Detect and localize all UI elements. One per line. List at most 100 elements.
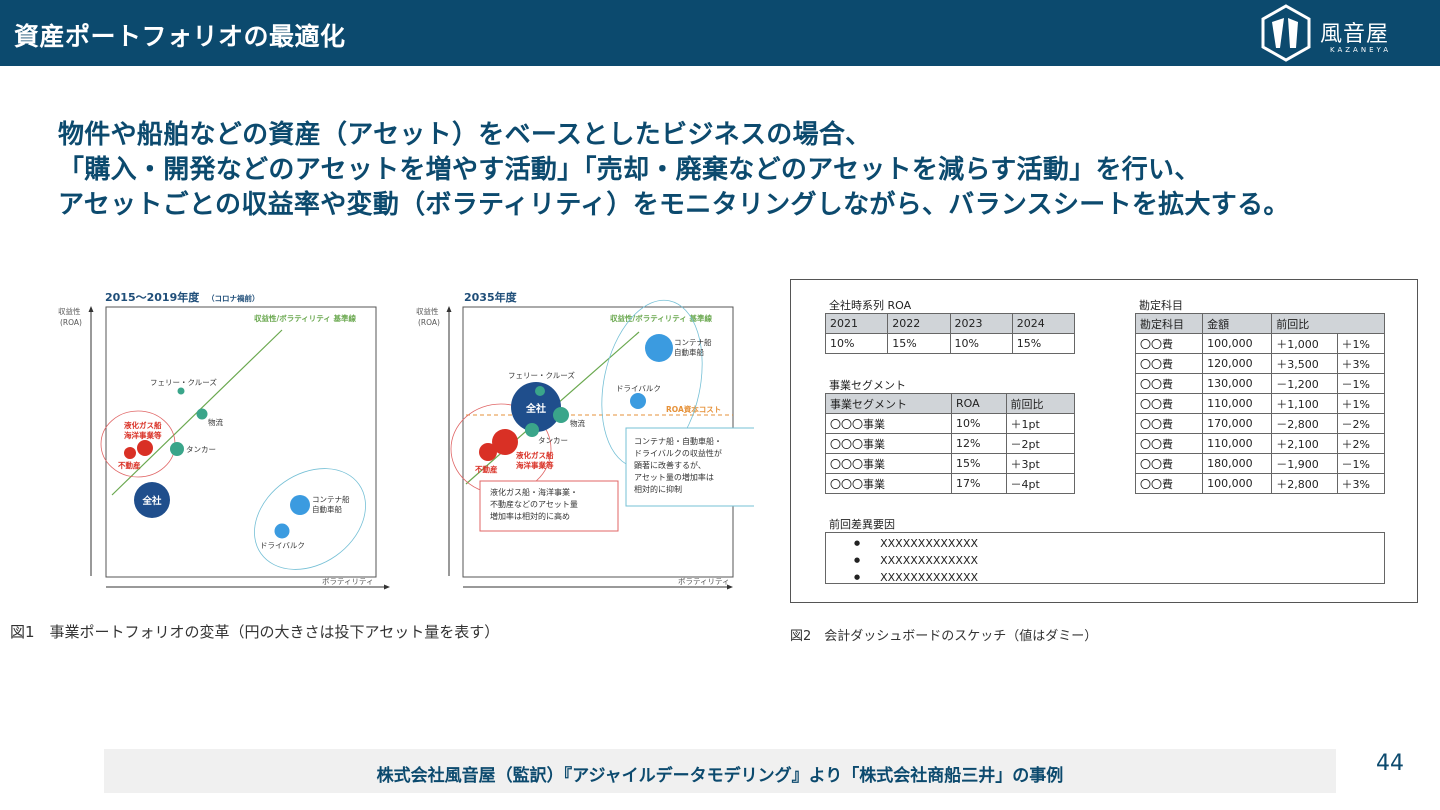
diff-title: 前回差異要因 <box>829 518 895 531</box>
dot-tanker <box>170 442 184 456</box>
account-cell: 〇〇費 <box>1134 473 1204 494</box>
account-cell: 〇〇費 <box>1134 413 1204 434</box>
account-cell: －1,200 <box>1271 373 1338 394</box>
dot-zensha <box>134 482 170 518</box>
panel-2035-cost-label: ROA資本コスト <box>666 404 721 414</box>
account-cell: ＋1,000 <box>1271 333 1338 354</box>
panel-2035-baseline-label: 収益性/ボラティリティ 基準線 <box>610 313 712 323</box>
account-cell: ＋2% <box>1336 433 1385 454</box>
note-red-line: 不動産などのアセット量 <box>490 499 578 509</box>
account-cell: ＋2,800 <box>1271 473 1338 494</box>
table-row: 〇〇〇事業 15% ＋3pt <box>825 453 1076 474</box>
segment-cell: 〇〇〇事業 <box>825 453 952 474</box>
roa-header: 2022 <box>887 313 951 334</box>
roa-cell: 15% <box>887 333 951 354</box>
table-row: 10% 15% 10% 15% <box>824 333 1076 354</box>
list-item: XXXXXXXXXXXXX <box>854 535 1384 552</box>
diff-list: XXXXXXXXXXXXX XXXXXXXXXXXXX XXXXXXXXXXXX… <box>825 532 1385 584</box>
lead-line-2: 「購入・開発などのアセットを増やす活動」「売却・廃棄などのアセットを減らす活動」… <box>58 155 1201 185</box>
note-blue-line: コンテナ船・自動車船・ <box>634 436 722 446</box>
account-cell: 170,000 <box>1202 413 1273 434</box>
label-container-2: 自動車船 <box>674 347 704 357</box>
dot-fudosan <box>124 447 136 459</box>
label-container-1: コンテナ船 <box>674 337 712 347</box>
y-axis-arrow-icon <box>446 306 452 312</box>
roa-header: 2021 <box>824 313 889 334</box>
company-logo: 風音屋 KAZANEYA <box>1258 4 1418 62</box>
label-fudosan: 不動産 <box>475 464 498 474</box>
dot-container <box>290 495 310 515</box>
lead-text: 物件や船舶などの資産（アセット）をベースとしたビジネスの場合、 「購入・開発など… <box>58 118 1418 223</box>
account-cell: －2,800 <box>1271 413 1338 434</box>
account-cell: 100,000 <box>1202 333 1273 354</box>
account-cell: －1% <box>1336 453 1385 474</box>
panel-2015-ylabel: 収益性 <box>58 306 81 316</box>
panel-2015: 2015〜2019年度 （コロナ禍前） 収益性 (ROA) ボラティリティ 収益… <box>58 290 390 590</box>
dot-ferry <box>177 387 185 395</box>
roa-header: 2023 <box>949 313 1013 334</box>
panel-2015-ylabel-unit: (ROA) <box>60 318 82 327</box>
page-number: 44 <box>1376 751 1404 776</box>
panel-2015-subtitle: （コロナ禍前） <box>207 293 260 303</box>
lead-line-1: 物件や船舶などの資産（アセット）をベースとしたビジネスの場合、 <box>58 120 872 150</box>
segment-cell: 〇〇〇事業 <box>825 413 952 434</box>
dot-container <box>645 334 673 362</box>
label-lng-1: 液化ガス船 <box>516 450 554 460</box>
account-cell: 〇〇費 <box>1134 373 1204 394</box>
dot-dry <box>274 523 290 539</box>
label-fudosan: 不動産 <box>118 460 141 470</box>
dot-butsuryu <box>553 407 569 423</box>
list-item: XXXXXXXXXXXXX <box>854 552 1384 569</box>
account-cell: －1% <box>1336 373 1385 394</box>
label-lng-1: 液化ガス船 <box>124 420 162 430</box>
label-butsuryu: 物流 <box>570 418 585 428</box>
dot-lng <box>492 429 518 455</box>
portfolio-diagram-svg: 2015〜2019年度 （コロナ禍前） 収益性 (ROA) ボラティリティ 収益… <box>58 290 757 590</box>
table-row: 勘定科目 金額 前回比 <box>1134 313 1385 334</box>
account-cell: 100,000 <box>1202 473 1273 494</box>
label-dry: ドライバルク <box>260 541 305 550</box>
page-title: 資産ポートフォリオの最適化 <box>14 22 346 51</box>
account-cell: ＋3% <box>1336 473 1385 494</box>
account-cell: 〇〇費 <box>1134 353 1204 374</box>
dot-lng <box>137 440 153 456</box>
table-row: 〇〇〇事業 17% －4pt <box>825 473 1076 494</box>
panel-2035-xlabel: ボラティリティ <box>678 577 730 586</box>
label-container-2: 自動車船 <box>312 504 342 514</box>
account-header: 前回比 <box>1271 313 1385 334</box>
segment-cell: －4pt <box>1005 473 1076 494</box>
label-ferry: フェリー・クルーズ <box>508 370 575 380</box>
label-dry: ドライバルク <box>616 384 661 393</box>
account-cell: ＋3% <box>1336 353 1385 374</box>
segment-title: 事業セグメント <box>829 379 906 392</box>
account-cell: 〇〇費 <box>1134 433 1204 454</box>
segment-cell: 〇〇〇事業 <box>825 473 952 494</box>
label-lng-2: 海洋事業等 <box>124 430 162 440</box>
dot-fudosan <box>479 443 497 461</box>
account-cell: 130,000 <box>1202 373 1273 394</box>
source-footer: 株式会社風音屋（監訳）『アジャイルデータモデリング』より「株式会社商船三井」の事… <box>104 749 1336 793</box>
account-cell: 〇〇費 <box>1134 333 1204 354</box>
panel-2035-ylabel: 収益性 <box>416 306 439 316</box>
note-blue-line: ドライバルクの収益性が <box>634 448 722 458</box>
note-blue-line: 相対的に抑制 <box>634 484 682 494</box>
accounting-dashboard-sketch: 全社時系列 ROA 2021 2022 2023 2024 10% 15% 10… <box>790 279 1418 603</box>
label-zensha: 全社 <box>141 495 162 507</box>
lead-line-3: アセットごとの収益率や変動（ボラティリティ）をモニタリングしながら、バランスシー… <box>58 190 1290 220</box>
dot-dry <box>630 393 646 409</box>
segment-cell: 15% <box>951 453 1007 474</box>
segment-cell: 10% <box>951 413 1007 434</box>
segment-header: ROA <box>951 393 1007 414</box>
kazaneya-logo-icon <box>1261 4 1311 62</box>
note-blue-line: アセット量の増加率は <box>634 472 714 482</box>
segment-cell: 17% <box>951 473 1007 494</box>
segment-header: 前回比 <box>1005 393 1076 414</box>
note-red-line: 増加率は相対的に高め <box>490 511 570 521</box>
segment-cell: ＋3pt <box>1005 453 1076 474</box>
account-header: 勘定科目 <box>1134 313 1204 334</box>
